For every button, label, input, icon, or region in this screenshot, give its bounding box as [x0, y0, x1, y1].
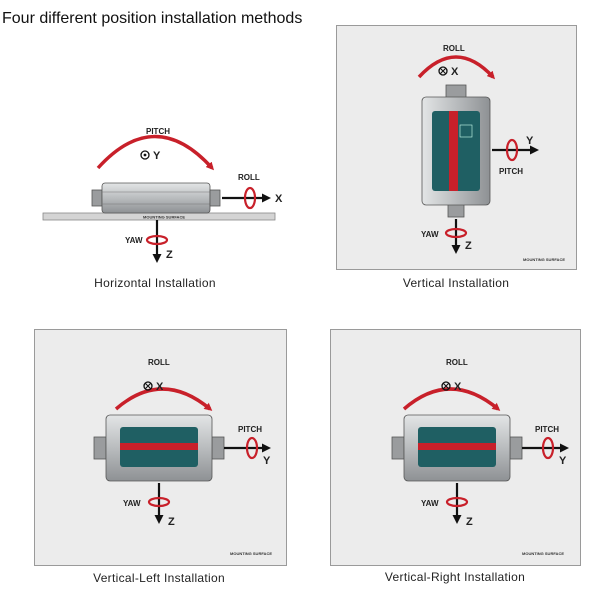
caption-vertical-left: Vertical-Left Installation [93, 571, 225, 585]
pitch-ring [245, 436, 259, 460]
roll-label: ROLL [446, 358, 468, 367]
mounting-surface-label: MOUNTING SURFACE [143, 215, 185, 220]
caption-vertical-right: Vertical-Right Installation [384, 570, 526, 584]
caption-horizontal: Horizontal Installation [94, 276, 216, 290]
pitch-ring [541, 436, 555, 460]
roll-ring [243, 186, 257, 210]
z-axis-label: Z [466, 516, 473, 528]
yaw-label: YAW [421, 499, 439, 508]
x-axis-label: X [156, 381, 164, 393]
y-axis-label: Y [263, 455, 271, 467]
yaw-label: YAW [123, 499, 141, 508]
x-axis-label: X [451, 66, 459, 78]
x-axis-label: X [454, 381, 462, 393]
roll-label: ROLL [148, 358, 170, 367]
yaw-label: YAW [125, 236, 143, 245]
yaw-ring [444, 227, 468, 239]
yaw-ring [147, 496, 171, 508]
page-title: Four different position installation met… [2, 10, 303, 27]
yaw-ring [445, 496, 469, 508]
roll-arc [114, 387, 213, 411]
horizontal-diagram: PITCH Y MOUNTING SURFACE ROLL X YAW Z [42, 127, 283, 263]
y-axis-label: Y [153, 150, 161, 162]
x-axis-cross-icon [143, 381, 153, 391]
vertical-diagram: ROLL X PITCH Y YAW Z MOUNTING SURFACE [417, 44, 565, 262]
mounting-surface-label: MOUNTING SURFACE [522, 551, 564, 556]
pitch-ring [505, 138, 519, 162]
pitch-label: PITCH [499, 167, 523, 176]
roll-arc [417, 55, 496, 80]
connector-left [91, 189, 103, 207]
pitch-label: PITCH [146, 127, 170, 136]
yaw-label: YAW [421, 230, 439, 239]
x-axis-cross-icon [438, 66, 448, 76]
vertical-left-diagram: ROLL X PITCH Y YAW Z MOUNTING SURFACE [93, 358, 272, 556]
y-axis-label: Y [526, 135, 534, 147]
z-axis-label: Z [166, 249, 173, 261]
caption-vertical: Vertical Installation [402, 276, 510, 290]
vertical-right-diagram: ROLL X PITCH Y YAW Z MOUNTING SURFACE [391, 358, 569, 556]
pitch-label: PITCH [238, 425, 262, 434]
device-body [101, 182, 211, 214]
roll-label: ROLL [238, 173, 260, 182]
pitch-arc [96, 134, 215, 171]
pitch-label: PITCH [535, 425, 559, 434]
roll-arc [402, 387, 501, 411]
z-axis-label: Z [168, 516, 175, 528]
z-axis-label: Z [465, 240, 472, 252]
x-axis-cross-icon [441, 381, 451, 391]
y-axis-label: Y [559, 455, 567, 467]
x-axis-label: X [275, 193, 283, 205]
mounting-surface-label: MOUNTING SURFACE [523, 257, 565, 262]
roll-label: ROLL [443, 44, 465, 53]
y-axis-dot-icon [140, 150, 150, 160]
yaw-ring [145, 234, 169, 246]
mounting-surface-label: MOUNTING SURFACE [230, 551, 272, 556]
connector-right [209, 189, 221, 207]
